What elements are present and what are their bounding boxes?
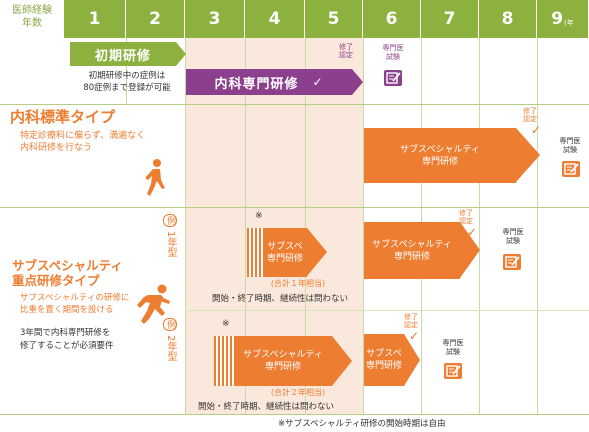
checkmark-icon: ✓ xyxy=(531,123,542,137)
year-4-header: 4 xyxy=(245,0,305,38)
year-7-header: 7 xyxy=(421,0,479,38)
year-5-header: 5 xyxy=(305,0,363,38)
example-1-stripes xyxy=(247,228,263,277)
standard-completion-label: 修了 認定 xyxy=(523,107,537,123)
internal-training-arrow-tip xyxy=(352,69,363,95)
example-2-total: (合計２年相当) xyxy=(270,388,326,397)
row-divider xyxy=(185,310,589,311)
row-divider xyxy=(0,207,589,208)
example-2-type-label: 2年型 xyxy=(165,335,176,362)
example-2-sub-short-arrow: サブスペ 専門研修 xyxy=(364,334,404,386)
example-2-sub-long-arrow-tip xyxy=(332,336,352,386)
example-1-condition: 開始・終了時期、継続性は問わない xyxy=(212,294,349,304)
grid-line xyxy=(537,38,538,415)
pen-paper-icon xyxy=(503,254,521,270)
standard-type-desc-1: 特定診療科に偏らず、満遍なく xyxy=(20,131,146,141)
example-1-exam-label: 専門医 試験 xyxy=(502,228,524,245)
year-3-header: 3 xyxy=(185,0,245,38)
years-label: 医師経験 年数 xyxy=(12,5,52,29)
initial-training-note-2: 80症例まで登録が可能 xyxy=(83,83,171,93)
example-2-completion-label: 修了 認定 xyxy=(404,313,418,329)
example-1-asterisk: ※ xyxy=(255,211,263,221)
grid-line xyxy=(185,38,186,415)
internal-training-arrow: 内科専門研修 ✓ xyxy=(186,69,352,95)
footnote: ※サブスペシャルティ研修の開始時期は自由 xyxy=(278,419,446,429)
standard-exam-label: 専門医 試験 xyxy=(559,137,581,154)
checkmark-icon: ✓ xyxy=(312,75,324,89)
example-2-asterisk: ※ xyxy=(222,319,230,329)
person-walking-icon xyxy=(140,158,170,198)
example-2-tag: 例 2年型 xyxy=(163,318,177,362)
example-2-sub-long-arrow: サブスペシャルティ 専門研修 xyxy=(234,336,332,386)
initial-training-note-1: 初期研修中の症例は xyxy=(88,71,166,81)
checkmark-icon: ✓ xyxy=(409,329,420,343)
example-1-tag: 例 1年型 xyxy=(163,214,177,258)
focus-type-title-2: 重点研修タイプ xyxy=(12,273,100,288)
grid-line xyxy=(245,38,246,415)
year-9-header: 9(年 xyxy=(537,0,589,38)
example-2-sub-short-arrow-tip xyxy=(404,334,420,386)
focus-type-desc-2: 比重を置く期間を設ける xyxy=(20,305,114,315)
example-1-sub-short-arrow-tip xyxy=(307,228,327,276)
example-1-sub-long-arrow: サブスペシャルティ 専門研修 xyxy=(364,222,460,279)
example-1-sub-short-arrow: サブスペ 専門研修 xyxy=(263,228,307,277)
grid-line xyxy=(363,38,364,415)
standard-subspecialty-arrow-tip xyxy=(516,128,540,182)
example-2-stripes xyxy=(214,336,234,386)
person-running-icon xyxy=(134,283,174,325)
grid-line xyxy=(126,38,127,104)
internal-exam-label: 専門医 試験 xyxy=(382,44,404,61)
focus-type-note-2: 修了することが必須要件 xyxy=(20,341,114,351)
example-1-total: (合計１年相当) xyxy=(270,279,326,288)
row-divider xyxy=(0,414,589,415)
year-8-header: 8 xyxy=(479,0,537,38)
pen-paper-icon xyxy=(444,363,462,379)
year-1-header: 1 xyxy=(64,0,126,38)
example-2-condition: 開始・終了時期、継続性は問わない xyxy=(198,402,335,412)
standard-type-title: 内科標準タイプ xyxy=(10,108,116,126)
pen-paper-icon xyxy=(384,70,402,86)
example-2-exam-label: 専門医 試験 xyxy=(442,339,464,356)
example-1-sub-long-arrow-tip xyxy=(460,222,480,278)
focus-type-title-1: サブスペシャルティ xyxy=(12,258,123,273)
year-6-header: 6 xyxy=(363,0,421,38)
focus-type-note-1: 3年間で内科専門研修を xyxy=(20,328,111,338)
standard-type-desc-2: 内科研修を行なう xyxy=(20,143,93,153)
standard-subspecialty-arrow: サブスペシャルティ 専門研修 xyxy=(364,128,516,183)
year-2-header: 2 xyxy=(126,0,185,38)
grid-line xyxy=(305,38,306,415)
pen-paper-icon xyxy=(562,161,580,177)
initial-training-arrow-tip xyxy=(176,42,186,66)
checkmark-icon: ✓ xyxy=(467,225,478,239)
internal-completion-label: 修了 認定 xyxy=(339,43,353,59)
focus-type-desc-1: サブスペシャルティの研修に xyxy=(20,293,130,303)
header-corner: 医師経験 年数 xyxy=(0,0,64,38)
example-1-type-label: 1年型 xyxy=(165,231,176,258)
initial-training-arrow: 初期研修 xyxy=(70,42,176,66)
row-divider xyxy=(0,104,589,105)
example-1-completion-label: 修了 認定 xyxy=(459,209,473,225)
